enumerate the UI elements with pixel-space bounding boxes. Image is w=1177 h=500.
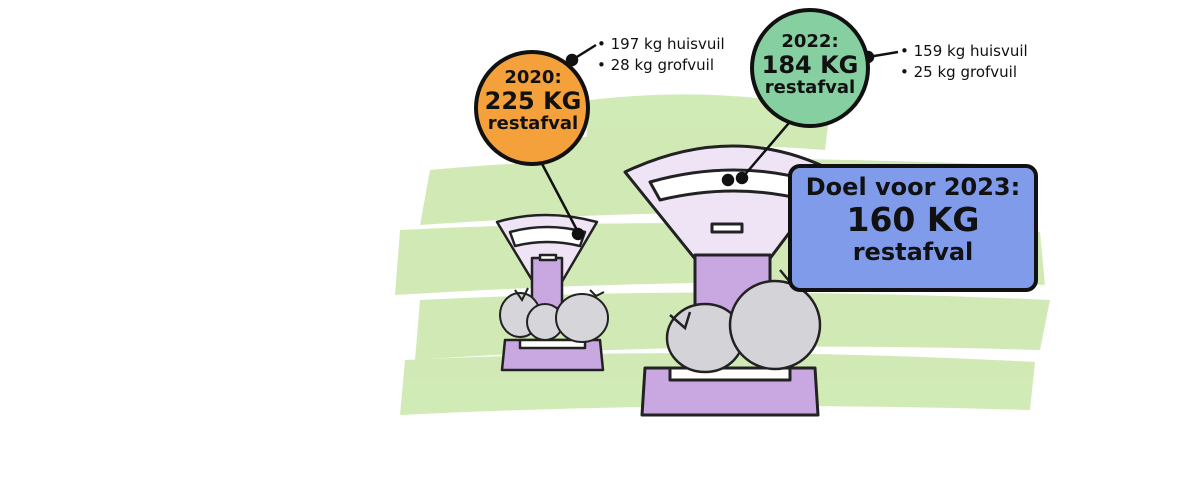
- bubble-2020-year: 2020:: [504, 67, 562, 88]
- details-2022-grofvuil: 25 kg grofvuil: [900, 62, 1028, 83]
- details-2022-huisvuil: 159 kg huisvuil: [900, 41, 1028, 62]
- pointer-lines: [538, 43, 899, 241]
- big-bags: [665, 269, 822, 374]
- small-scale: [495, 213, 605, 372]
- goal-amount: 160 KG: [846, 200, 980, 239]
- goal-box: [788, 164, 1038, 292]
- bubble-2022-year: 2022:: [781, 31, 839, 52]
- bubble-2020: 2020: 225 KG restafval: [478, 68, 588, 134]
- details-2020: 197 kg huisvuil 28 kg grofvuil: [597, 34, 725, 76]
- bubble-2022: 2022: 184 KG restafval: [752, 32, 868, 98]
- details-2020-huisvuil: 197 kg huisvuil: [597, 34, 725, 55]
- goal-label: restafval: [852, 238, 974, 266]
- small-bags: [499, 287, 609, 343]
- bubble-2022-circle: [750, 8, 870, 128]
- goal-text: Doel voor 2023: 160 KG restafval: [795, 172, 1031, 266]
- details-2022: 159 kg huisvuil 25 kg grofvuil: [900, 41, 1028, 83]
- bubble-2022-label: restafval: [764, 77, 856, 98]
- bubble-2022-amount: 184 KG: [761, 51, 859, 79]
- bubble-2020-amount: 225 KG: [484, 87, 582, 115]
- bubble-2020-circle: [474, 50, 590, 166]
- bubble-2020-label: restafval: [487, 113, 579, 134]
- goal-title: Doel voor 2023:: [805, 173, 1021, 201]
- details-2020-grofvuil: 28 kg grofvuil: [597, 55, 725, 76]
